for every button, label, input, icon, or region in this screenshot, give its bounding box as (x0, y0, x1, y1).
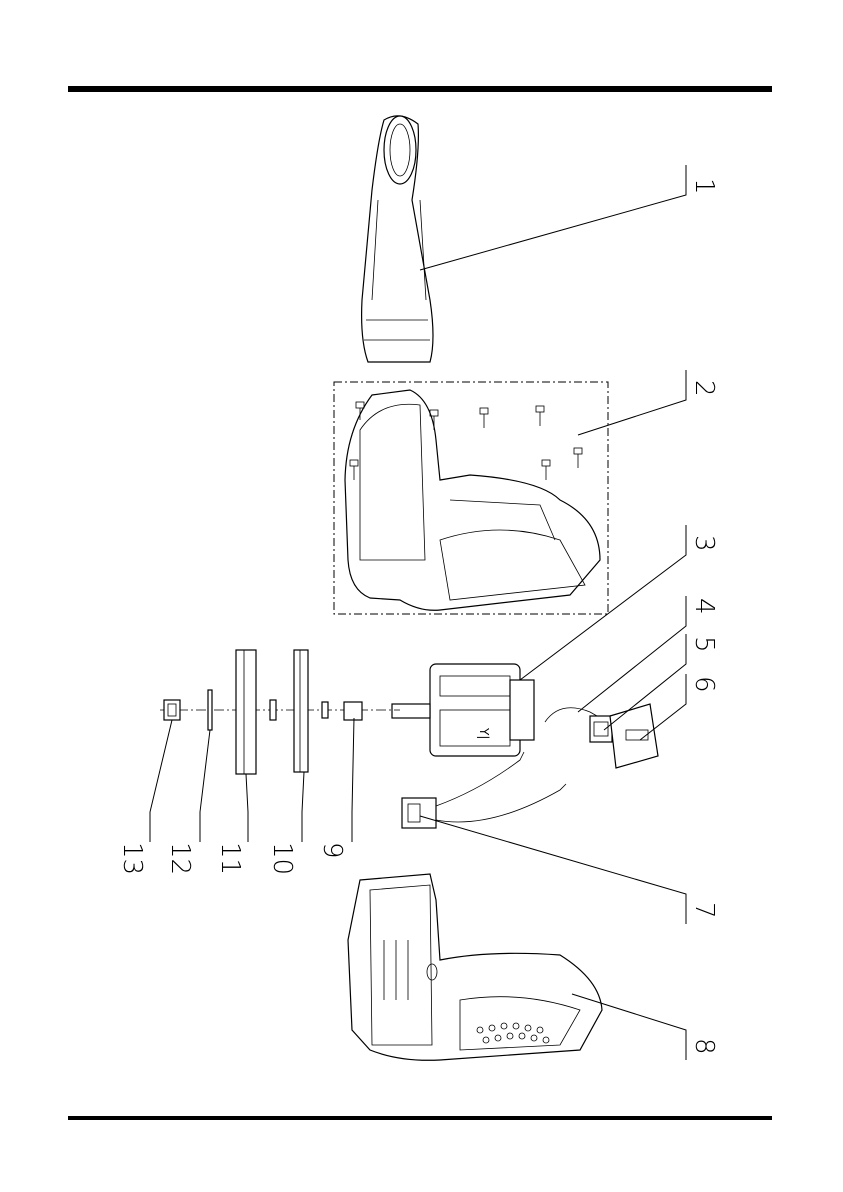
callout-3: 3 (689, 535, 719, 552)
callout-2: 2 (689, 380, 719, 397)
part-11-impeller (236, 650, 276, 774)
callout-8: 8 (689, 1038, 719, 1055)
callout-11: 11 (215, 842, 245, 875)
part-2-housing-half (334, 382, 608, 614)
callout-9: 9 (317, 842, 347, 859)
part-5-switch (590, 716, 612, 742)
part-6-contact-plate (610, 704, 658, 768)
callout-12: 12 (165, 842, 195, 875)
part-13-nut (164, 700, 180, 720)
callout-6: 6 (689, 676, 719, 693)
callout-4: 4 (689, 598, 719, 615)
svg-text:Y|: Y| (477, 727, 491, 739)
part-3-motor: Y| (392, 664, 534, 756)
part-1-nozzle-tube (362, 116, 433, 362)
callout-7: 7 (689, 902, 719, 919)
callout-1: 1 (689, 178, 719, 195)
part-7-switch-module (402, 752, 566, 828)
part-12-washer (208, 690, 212, 730)
part-9-bushing (344, 702, 362, 720)
part-10-fan-disc (294, 650, 328, 772)
callout-10: 10 (267, 842, 297, 875)
part-8-housing-half-grip (348, 874, 602, 1060)
callout-13: 13 (117, 842, 147, 875)
callout-5: 5 (689, 636, 719, 653)
